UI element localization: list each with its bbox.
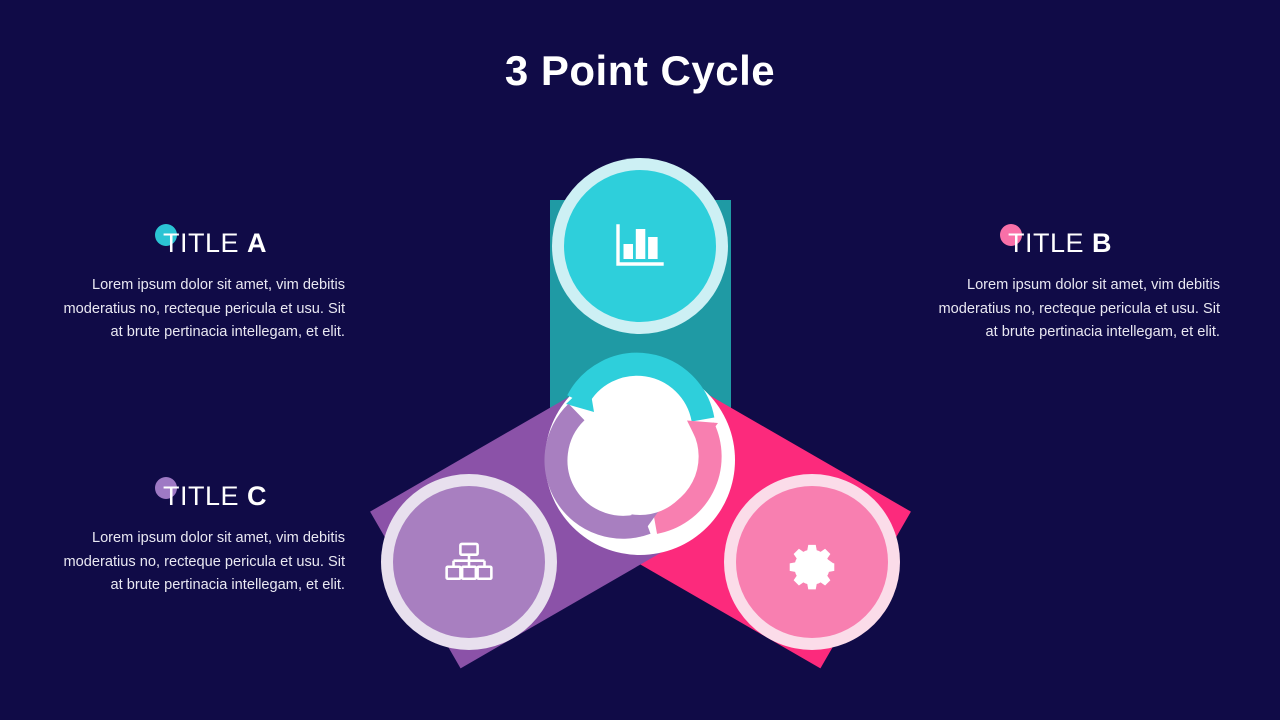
blade-top-teal <box>550 200 731 460</box>
info-block-b-body: Lorem ipsum dolor sit amet, vim debitis … <box>938 277 1221 341</box>
hub-inner-disc <box>585 405 695 515</box>
node-a-fill <box>564 170 716 322</box>
page-title: 3 Point Cycle <box>504 47 776 94</box>
node-a-ring <box>552 158 728 334</box>
info-block-c-title-bold: C <box>247 480 268 511</box>
blade-bottom-left-purple <box>370 381 686 669</box>
info-block-b: TITLE B Lorem ipsum dolor sit amet, vim … <box>930 222 1220 345</box>
bar-chart-icon <box>616 224 664 266</box>
info-block-b-title: TITLE B <box>1008 228 1112 259</box>
info-block-c-title: TITLE C <box>163 481 267 512</box>
info-block-c-body: Lorem ipsum dolor sit amet, vim debitis … <box>63 530 346 594</box>
hierarchy-icon <box>445 542 493 581</box>
info-block-c-heading: TITLE C <box>55 475 345 517</box>
node-c-fill <box>393 486 545 638</box>
info-block-a: TITLE A Lorem ipsum dolor sit amet, vim … <box>55 222 345 345</box>
bullet-dot-c <box>155 477 177 499</box>
info-block-c: TITLE C Lorem ipsum dolor sit amet, vim … <box>55 475 345 598</box>
node-b-fill <box>736 486 888 638</box>
cycle-arrow-teal <box>566 352 715 422</box>
info-block-c-title-light: TITLE <box>163 480 248 511</box>
info-block-a-heading: TITLE A <box>55 222 345 264</box>
info-block-a-title-bold: A <box>247 227 268 258</box>
hub-white-disc <box>545 365 735 555</box>
node-circle-c[interactable] <box>381 474 557 650</box>
info-block-b-title-light: TITLE <box>1008 227 1093 258</box>
node-b-ring <box>724 474 900 650</box>
bullet-dot-a <box>155 224 177 246</box>
node-c-ring <box>381 474 557 650</box>
info-block-a-title: TITLE A <box>163 228 267 259</box>
info-block-b-title-bold: B <box>1092 227 1113 258</box>
blade-bottom-right-magenta <box>595 381 911 669</box>
cycle-arrow-purple <box>544 403 658 539</box>
node-circle-b[interactable] <box>724 474 900 650</box>
cycle-hub[interactable] <box>544 352 735 555</box>
info-block-b-heading: TITLE B <box>930 222 1220 264</box>
cycle-arrow-pink <box>652 420 722 534</box>
info-block-a-body: Lorem ipsum dolor sit amet, vim debitis … <box>63 277 346 341</box>
node-circle-a[interactable] <box>552 158 728 334</box>
gear-icon <box>789 544 835 590</box>
bullet-dot-b <box>1000 224 1022 246</box>
info-block-a-title-light: TITLE <box>163 227 248 258</box>
